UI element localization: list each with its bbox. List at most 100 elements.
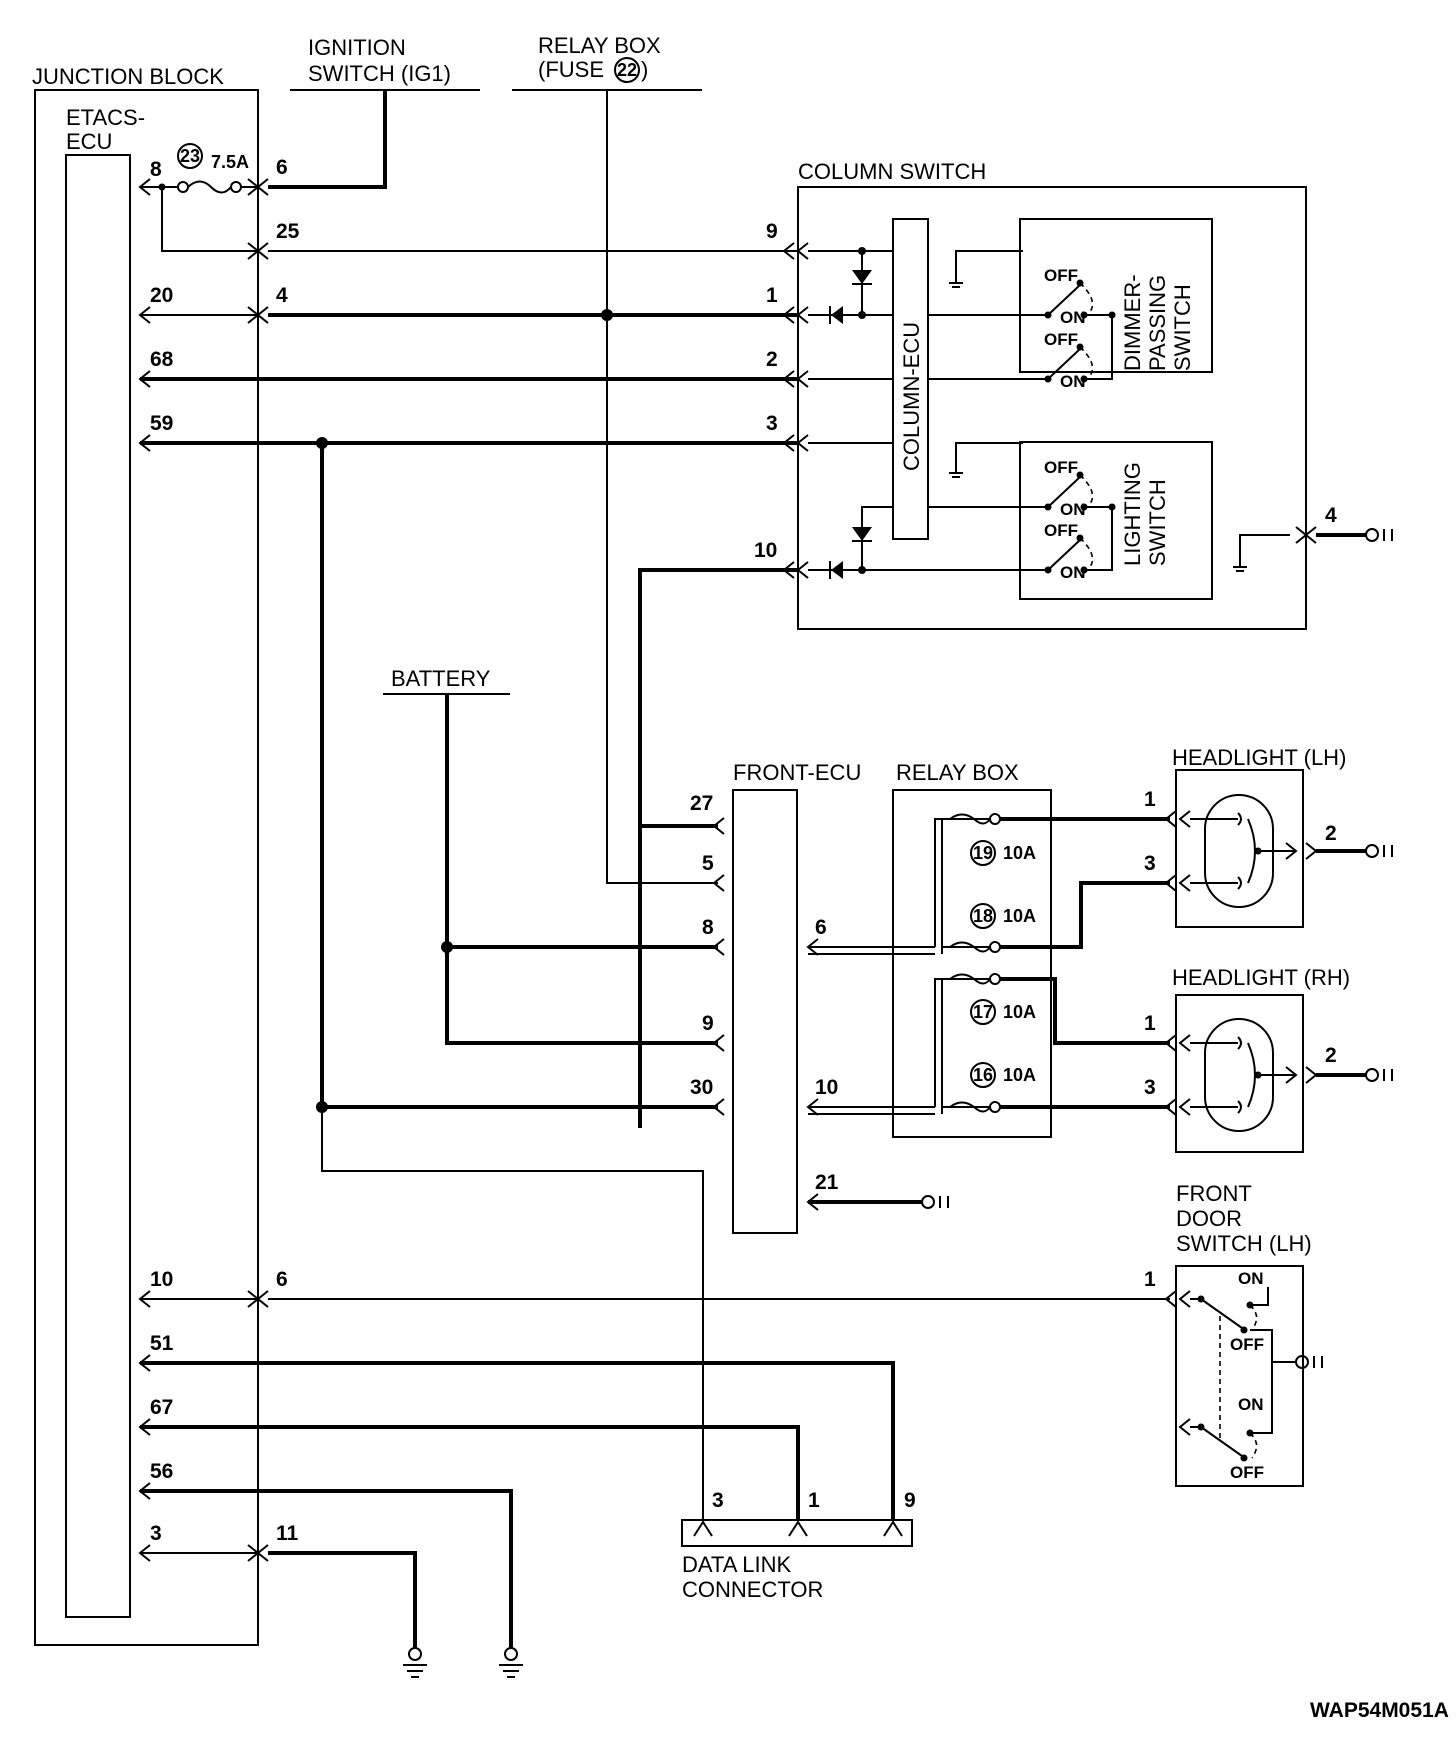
front-door-switch-outline (1175, 1265, 1304, 1487)
fuse-19-number: 19 (973, 843, 993, 863)
relay-box-fuse-label-2: (FUSE (538, 57, 604, 82)
ignition-switch-label-1: IGNITION (308, 35, 406, 60)
lighting-switch-1-off: OFF (1044, 458, 1078, 477)
front-ecu-pin-8: 8 (702, 916, 714, 939)
ignition-switch-supply: IGNITION SWITCH (IG1) (268, 35, 480, 189)
lighting-switch-box (1019, 441, 1213, 600)
dimmer-label-2: PASSING (1145, 275, 1170, 371)
wire-fuse18-to-lh-3 (1000, 881, 1170, 949)
junction-block: JUNCTION BLOCK ETACS- ECU 23 7.5A (32, 64, 300, 1646)
front-ecu-pin-10: 10 (815, 1076, 838, 1099)
front-ecu-pin-21: 21 (815, 1171, 839, 1194)
fuse-16-number: 16 (973, 1065, 993, 1085)
front-ecu-pin-30: 30 (690, 1076, 713, 1099)
ignition-switch-label-2: SWITCH (IG1) (308, 61, 451, 86)
jb-out-pin-25: 25 (276, 220, 300, 243)
headlight-rh-pin-1: 1 (1144, 1012, 1156, 1035)
wire-column-10-to-front-ecu-27 (638, 568, 798, 1128)
door-switch-2-off: OFF (1230, 1463, 1264, 1482)
front-ecu-label: FRONT-ECU (733, 760, 861, 785)
wire-jb-51-to-dlc-9 (140, 1361, 895, 1520)
headlight-lh-pin-1: 1 (1144, 788, 1156, 811)
lighting-switch-2-off: OFF (1044, 521, 1078, 540)
fuse-17-rating: 10A (1003, 1002, 1036, 1022)
relay-box-fuse-22-supply: RELAY BOX (FUSE 22 ) (512, 33, 718, 884)
battery-label: BATTERY (391, 666, 491, 691)
jb-pin-67: 67 (150, 1396, 173, 1419)
dimmer-switch-2-off: OFF (1044, 330, 1078, 349)
column-pin-3: 3 (766, 412, 778, 435)
column-pin-1: 1 (766, 284, 778, 307)
jb-pin-8: 8 (150, 158, 162, 181)
wire-jb-11-to-ground (268, 1551, 417, 1648)
jb-pin-51: 51 (150, 1332, 174, 1355)
jb-out-pin-6: 6 (276, 156, 288, 179)
etacs-ecu-label-2: ECU (66, 129, 112, 154)
front-ecu-pin-27: 27 (690, 792, 713, 815)
relay-box-fuse-label-close: ) (641, 57, 648, 82)
wire-59-to-front-ecu-30 (320, 443, 718, 1109)
front-door-label-1: FRONT (1176, 1181, 1252, 1206)
jb-pin-10: 10 (150, 1268, 173, 1291)
relay-box-label: RELAY BOX (896, 760, 1019, 785)
fuse-23: 23 7.5A (140, 143, 258, 194)
column-pin-10: 10 (754, 539, 777, 562)
front-door-label-3: SWITCH (LH) (1176, 1231, 1312, 1256)
headlight-rh-label: HEADLIGHT (RH) (1172, 965, 1350, 990)
ground-symbol-1 (403, 1647, 427, 1678)
etacs-ecu-label-1: ETACS- (66, 105, 145, 130)
lighting-label-1: LIGHTING (1120, 462, 1145, 566)
jb-pin-59: 59 (150, 412, 173, 435)
front-door-label-2: DOOR (1176, 1206, 1242, 1231)
fuse-23-rating: 7.5A (211, 152, 249, 172)
data-link-connector-body (681, 1519, 913, 1547)
column-switch-label: COLUMN SWITCH (798, 159, 986, 184)
jb-pin-8-connector (138, 178, 151, 196)
wire-jb-56-to-ground (140, 1489, 513, 1648)
column-pin-9: 9 (766, 220, 778, 243)
headlight-rh: HEADLIGHT (RH) 1 3 2 (1144, 965, 1393, 1153)
dlc-label-1: DATA LINK (682, 1552, 792, 1577)
junction-block-outline (34, 89, 259, 1646)
front-door-switch-lh: FRONT DOOR SWITCH (LH) 1 ON OFF ON OFF (1144, 1181, 1323, 1487)
jb-pin-56: 56 (150, 1460, 173, 1483)
door-switch-2-on: ON (1238, 1395, 1264, 1414)
junction-block-label: JUNCTION BLOCK (32, 64, 224, 89)
fuse-23-number: 23 (180, 146, 200, 166)
dimmer-label-3: SWITCH (1170, 284, 1195, 371)
fuse-18-number: 18 (973, 906, 993, 926)
column-switch-outline (797, 186, 1307, 630)
jb-pin-20: 20 (150, 284, 173, 307)
front-ecu: FRONT-ECU 27 5 8 9 30 6 10 21 (690, 760, 949, 1234)
lighting-switch-2-on: ON (1060, 563, 1086, 582)
jb-out-pin-6b: 6 (276, 1268, 288, 1291)
headlight-lh-pin-2: 2 (1325, 822, 1337, 845)
fuse-18-rating: 10A (1003, 906, 1036, 926)
front-ecu-pin-6: 6 (815, 916, 827, 939)
relay-box: RELAY BOX 19 10A 18 10A 17 10A 16 10A (892, 760, 1052, 1138)
front-ecu-pin-9: 9 (702, 1012, 714, 1035)
lighting-label-2: SWITCH (1145, 479, 1170, 566)
jb-pin-68: 68 (150, 348, 174, 371)
column-switch: COLUMN SWITCH 9 1 2 3 10 (754, 159, 1393, 630)
fuse-17-number: 17 (973, 1002, 993, 1022)
data-link-connector: 3 1 9 DATA LINK CONNECTOR (681, 1489, 916, 1602)
headlight-lh-label: HEADLIGHT (LH) (1172, 745, 1346, 770)
battery-supply: BATTERY (383, 666, 718, 1045)
column-pin-2: 2 (766, 348, 778, 371)
front-ecu-pin-5: 5 (702, 852, 714, 875)
relay-box-outline (892, 789, 1052, 1138)
headlight-lh-outline (1175, 769, 1304, 928)
jb-out-pin-4: 4 (276, 284, 288, 307)
dlc-label-2: CONNECTOR (682, 1577, 823, 1602)
headlight-lh-pin-3: 3 (1144, 852, 1156, 875)
ground-symbol-2 (499, 1647, 523, 1678)
dimmer-switch-1-off: OFF (1044, 266, 1078, 285)
door-pin-1: 1 (1144, 1268, 1156, 1291)
wire-fuse17-to-rh-1 (1000, 977, 1170, 1045)
wire-jb-67-to-dlc-1 (140, 1425, 800, 1520)
etacs-ecu-body (65, 154, 131, 1618)
front-ecu-body (732, 789, 798, 1234)
fuse-19-rating: 10A (1003, 843, 1036, 863)
